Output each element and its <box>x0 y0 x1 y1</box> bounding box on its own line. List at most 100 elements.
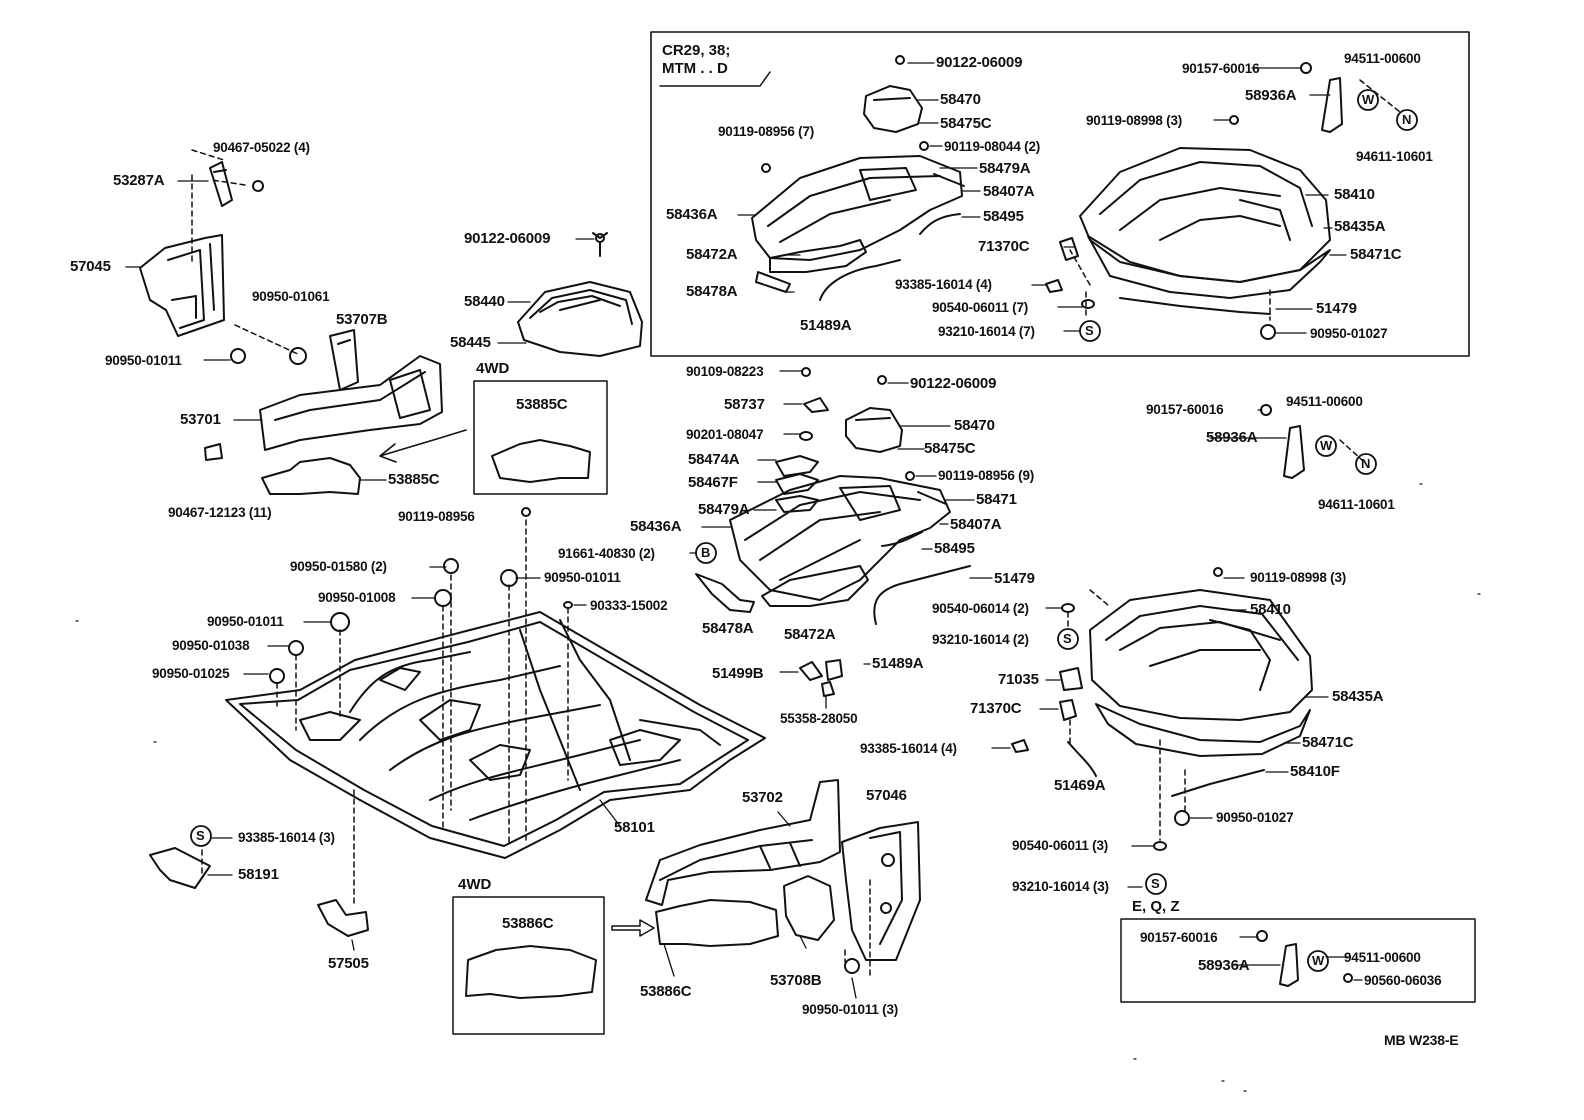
part-label: 58475C <box>940 115 992 132</box>
cover-53886c-inset <box>465 945 597 999</box>
part-label: 90157-60016 <box>1182 61 1260 76</box>
part-label: 71035 <box>998 671 1039 688</box>
bolt-93385-inset <box>1045 279 1063 293</box>
symbol-s-main-2 <box>1057 628 1079 650</box>
plate-53707b <box>329 329 359 391</box>
symbol-s-letter: S <box>196 828 205 843</box>
symbol-w-inset <box>1357 89 1379 111</box>
part-label: 58410 <box>1250 601 1291 618</box>
inset-4wd-bottom-title: 4WD <box>458 876 492 893</box>
symbol-n-main <box>1355 453 1377 475</box>
symbol-n-letter: N <box>1402 112 1412 127</box>
part-label: 71370C <box>970 700 1022 717</box>
tray-58407a-center <box>729 475 951 601</box>
part-label: 53886C <box>640 983 692 1000</box>
band-58936a-eqz <box>1279 943 1299 987</box>
hose-51479-inset <box>1119 297 1271 315</box>
leader-dashes-floor <box>191 79 1401 976</box>
panel-53701 <box>259 355 443 451</box>
part-label: 55358-28050 <box>780 711 858 726</box>
part-label: 51499B <box>712 665 764 682</box>
bracket-57045 <box>139 234 225 337</box>
panel-53702 <box>645 779 841 906</box>
part-label: 93210-16014 (7) <box>938 324 1035 339</box>
bolt-90119-08998-inset <box>1229 115 1239 125</box>
cable-51479-center <box>873 565 971 625</box>
plug-90950-01008 <box>434 589 452 607</box>
part-label: 58474A <box>688 451 740 468</box>
part-label: 90467-12123 (11) <box>168 505 272 520</box>
symbol-w-letter: W <box>1320 438 1333 453</box>
hose-58495-inset <box>919 213 961 235</box>
bracket-53287a <box>209 161 233 207</box>
part-label: 94511-00600 <box>1286 394 1363 409</box>
part-label: 58101 <box>614 819 655 836</box>
inset-box-4wd-bottom <box>452 896 605 1035</box>
bolt-90119-08956-center <box>905 471 915 481</box>
part-label: 90119-08044 (2) <box>944 139 1041 154</box>
inset-box-eqz <box>1120 918 1476 1003</box>
cable-51489a-inset <box>819 259 901 301</box>
plug-90950-01011-b <box>330 612 350 632</box>
plug-90950-01038 <box>288 640 304 656</box>
part-label: 93385-16014 (3) <box>238 830 335 845</box>
bolt-90122-06009-inset <box>895 55 905 65</box>
plate-53708b <box>783 875 835 941</box>
part-label: 58407A <box>950 516 1002 533</box>
part-label: 90119-08956 <box>398 509 475 524</box>
washer-90540-06011-3 <box>1153 841 1167 851</box>
part-label: 57505 <box>328 955 369 972</box>
part-label: 51469A <box>1054 777 1106 794</box>
boot-58470-center <box>845 407 903 453</box>
symbol-b <box>695 542 717 564</box>
part-label: 93210-16014 (2) <box>932 632 1029 647</box>
part-label: 58936A <box>1198 957 1250 974</box>
part-label: 90950-01038 <box>172 638 250 653</box>
part-label: 51479 <box>994 570 1035 587</box>
part-label: 58410F <box>1290 763 1340 780</box>
part-label: 58410 <box>1334 186 1375 203</box>
washer-90540-main <box>1061 603 1075 613</box>
part-label: 90950-01061 <box>252 289 330 304</box>
part-label: 94611-10601 <box>1318 497 1395 512</box>
bracket-58472a-center <box>761 565 869 607</box>
part-label: 57046 <box>866 787 907 804</box>
bolt-90119-08956-floor <box>521 507 531 517</box>
part-label: 90950-01011 (3) <box>802 1002 899 1017</box>
part-label: 58472A <box>686 246 738 263</box>
tank-58410-main <box>1089 589 1313 721</box>
nut-90467-05022 <box>252 180 264 192</box>
washer-90540-inset <box>1081 299 1095 309</box>
part-label: 90950-01025 <box>152 666 230 681</box>
arrow-to-53885c <box>379 429 467 463</box>
cover-53886c <box>655 899 779 947</box>
floor-pan-58101 <box>225 611 766 859</box>
part-label: 58436A <box>666 206 718 223</box>
symbol-s-letter: S <box>1151 876 1160 891</box>
part-label: 71370C <box>978 238 1030 255</box>
tank-58410-inset <box>1079 147 1331 283</box>
part-label: 94611-10601 <box>1356 149 1433 164</box>
part-label: 90122-06009 <box>936 54 1023 71</box>
part-label: 51489A <box>800 317 852 334</box>
bar-58410f <box>1171 769 1265 797</box>
symbol-n-inset <box>1396 109 1418 131</box>
part-label: 58936A <box>1245 87 1297 104</box>
symbol-s-letter: S <box>1085 323 1094 338</box>
part-label: 58495 <box>983 208 1024 225</box>
part-label: 53702 <box>742 789 783 806</box>
bar-58479a-center <box>917 491 947 505</box>
bolt-90122-06009-center <box>877 375 887 385</box>
clip-90950-01011-3 <box>844 958 860 974</box>
part-label: 58435A <box>1332 688 1384 705</box>
symbol-s-letter: S <box>1063 631 1072 646</box>
inset-cr-line1: CR29, 38; <box>662 42 731 59</box>
cover-53885c <box>261 457 361 495</box>
clip-58737 <box>803 397 829 413</box>
symbol-w-main <box>1315 435 1337 457</box>
part-label: 58479A <box>979 160 1031 177</box>
bolt-90109-08223 <box>801 367 811 377</box>
plug-90950-01011-floor <box>500 569 518 587</box>
plug-90333-15002 <box>563 601 573 609</box>
